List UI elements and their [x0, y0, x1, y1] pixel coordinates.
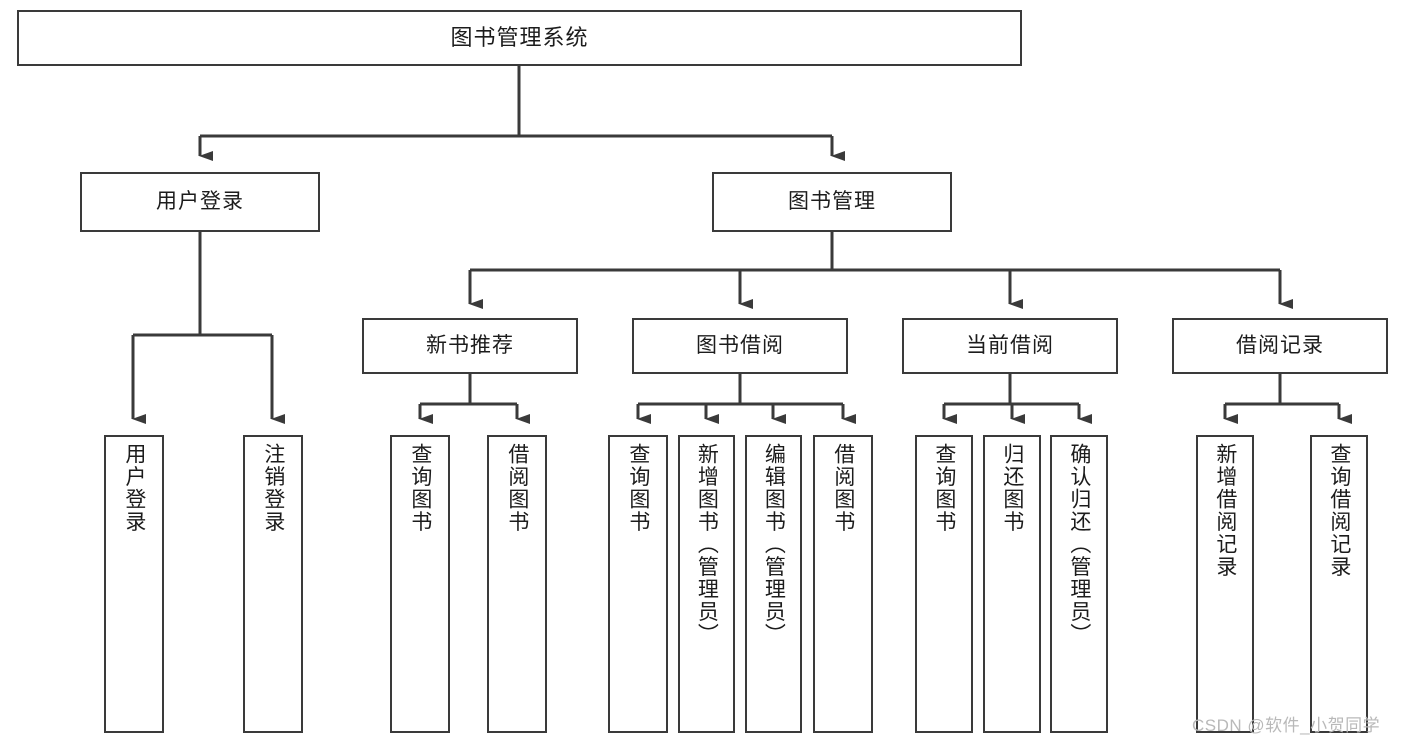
node-current-borrow[interactable]: 当前借阅 — [902, 318, 1118, 374]
leaf-query-borrow-record[interactable]: 查询借阅记录 — [1310, 435, 1368, 733]
leaf-add-borrow-record-label: 新增借阅记录 — [1213, 443, 1237, 578]
node-new-book-recommend-label: 新书推荐 — [426, 334, 514, 358]
leaf-edit-book-admin-label: 编辑图书（管理员） — [762, 443, 786, 646]
csdn-watermark: CSDN @软件_小贺同学 — [1192, 716, 1381, 735]
leaf-borrow-book-label: 借阅图书 — [831, 443, 855, 533]
leaf-query-borrow-record-label: 查询借阅记录 — [1327, 443, 1351, 578]
node-book-management-label: 图书管理 — [788, 190, 876, 214]
leaf-return-book-label: 归还图书 — [1000, 443, 1024, 533]
node-new-book-recommend[interactable]: 新书推荐 — [362, 318, 578, 374]
leaf-query-book-current-label: 查询图书 — [932, 443, 956, 533]
leaf-add-borrow-record[interactable]: 新增借阅记录 — [1196, 435, 1254, 733]
leaf-confirm-return-admin-label: 确认归还（管理员） — [1067, 443, 1091, 646]
leaf-logout[interactable]: 注销登录 — [243, 435, 303, 733]
leaf-borrow-book-recommend-label: 借阅图书 — [505, 443, 529, 533]
node-root[interactable]: 图书管理系统 — [17, 10, 1022, 66]
leaf-query-book-recommend-label: 查询图书 — [408, 443, 432, 533]
leaf-user-login[interactable]: 用户登录 — [104, 435, 164, 733]
leaf-query-book-borrow-label: 查询图书 — [626, 443, 650, 533]
node-user-login[interactable]: 用户登录 — [80, 172, 320, 232]
leaf-confirm-return-admin[interactable]: 确认归还（管理员） — [1050, 435, 1108, 733]
node-current-borrow-label: 当前借阅 — [966, 334, 1054, 358]
leaf-borrow-book[interactable]: 借阅图书 — [813, 435, 873, 733]
node-borrow-record-label: 借阅记录 — [1236, 334, 1324, 358]
leaf-return-book[interactable]: 归还图书 — [983, 435, 1041, 733]
leaf-query-book-current[interactable]: 查询图书 — [915, 435, 973, 733]
leaf-query-book-recommend[interactable]: 查询图书 — [390, 435, 450, 733]
node-book-borrow-label: 图书借阅 — [696, 334, 784, 358]
node-book-management[interactable]: 图书管理 — [712, 172, 952, 232]
leaf-edit-book-admin[interactable]: 编辑图书（管理员） — [745, 435, 802, 733]
node-user-login-label: 用户登录 — [156, 190, 244, 214]
node-root-label: 图书管理系统 — [450, 24, 589, 50]
leaf-logout-label: 注销登录 — [261, 443, 285, 533]
leaf-query-book-borrow[interactable]: 查询图书 — [608, 435, 668, 733]
leaf-user-login-label: 用户登录 — [122, 443, 146, 533]
leaf-add-book-admin[interactable]: 新增图书（管理员） — [678, 435, 735, 733]
leaf-borrow-book-recommend[interactable]: 借阅图书 — [487, 435, 547, 733]
leaf-add-book-admin-label: 新增图书（管理员） — [695, 443, 719, 646]
node-book-borrow[interactable]: 图书借阅 — [632, 318, 848, 374]
node-borrow-record[interactable]: 借阅记录 — [1172, 318, 1388, 374]
